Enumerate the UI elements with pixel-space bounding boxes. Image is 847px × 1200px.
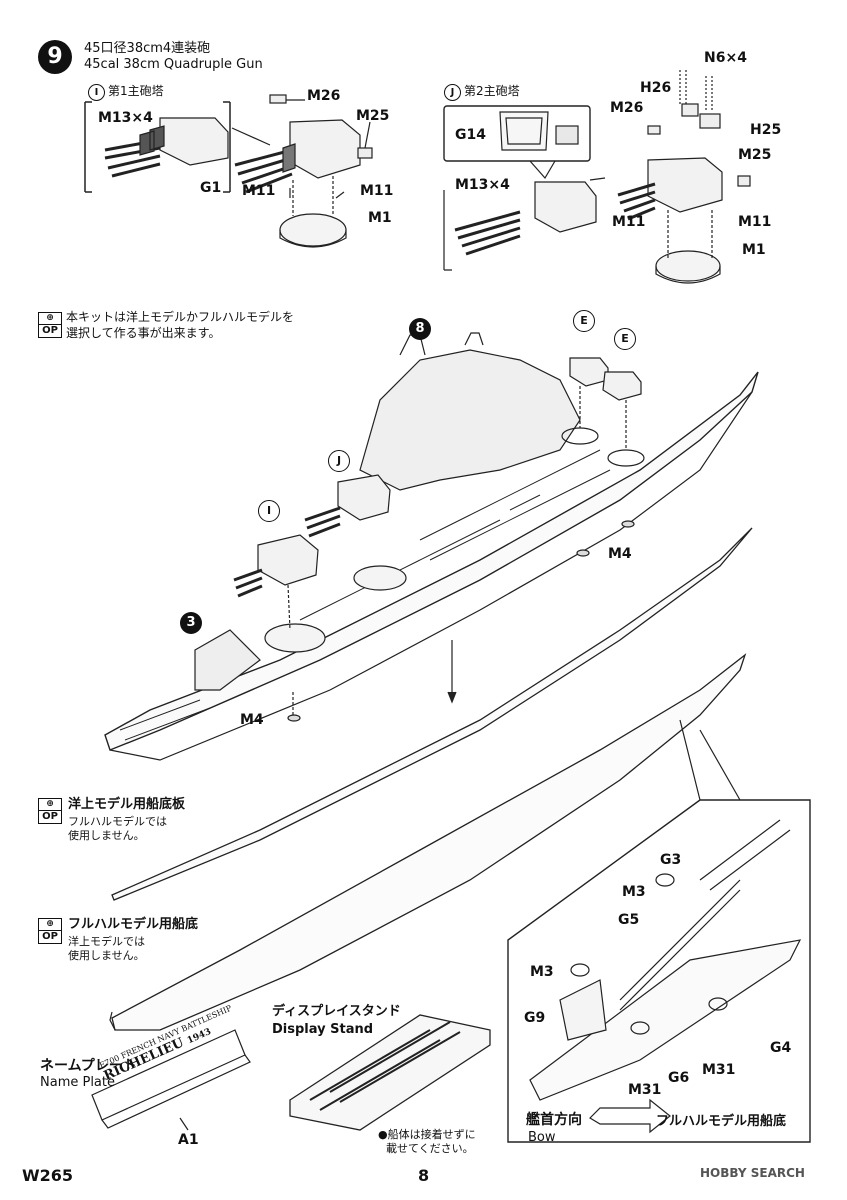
stand-note-line2: 載せてください。 (386, 1142, 474, 1155)
stand-note-line1: ●船体は接着せずに (378, 1128, 476, 1141)
part-g6: G6 (668, 1070, 690, 1086)
turret1-circle: I (88, 84, 105, 101)
option3-note-line1: 洋上モデルでは (68, 935, 145, 948)
part-g3: G3 (660, 852, 682, 868)
option2-note-line2: 使用しません。 (68, 829, 145, 842)
part-h26: H26 (640, 80, 672, 96)
part-a1: A1 (178, 1132, 199, 1148)
part-m1: M1 (368, 210, 392, 226)
callout-i: I (258, 500, 280, 522)
turret2-label: 第2主砲塔 (464, 84, 520, 98)
option-icon: ⊕OP (38, 312, 62, 338)
part-m1-t2: M1 (742, 242, 766, 258)
part-m11-t2-left: M11 (612, 214, 646, 230)
callout-e-2: E (614, 328, 636, 350)
option3-title: フルハルモデル用船底 (68, 917, 199, 932)
option3-note-line2: 使用しません。 (68, 949, 145, 962)
part-g14: G14 (455, 127, 486, 143)
callout-step-3: 3 (180, 612, 202, 634)
option2-title: 洋上モデル用船底板 (68, 797, 186, 812)
callout-j: J (328, 450, 350, 472)
turret2-circle: J (444, 84, 461, 101)
part-g1: G1 (200, 180, 222, 196)
part-g5: G5 (618, 912, 640, 928)
part-m3-upper: M3 (622, 884, 646, 900)
part-m25: M25 (356, 108, 390, 124)
stand-title-en: Display Stand (272, 1022, 374, 1037)
footer-watermark: HOBBY SEARCH (700, 1166, 805, 1180)
detail-caption: フルハルモデル用船底 (656, 1114, 787, 1129)
turret1-label: 第1主砲塔 (108, 84, 164, 98)
option-icon: ⊕OP (38, 918, 62, 944)
part-m26: M26 (307, 88, 341, 104)
callout-e-1: E (573, 310, 595, 332)
callout-step-8: 8 (409, 318, 431, 340)
part-m25-t2: M25 (738, 147, 772, 163)
option-icon: ⊕OP (38, 798, 62, 824)
nameplate-title-en: Name Plate (40, 1075, 115, 1090)
nameplate-title-jp: ネームプレート (40, 1058, 137, 1074)
part-m11-t2-right: M11 (738, 214, 772, 230)
part-m3-lower: M3 (530, 964, 554, 980)
step-title-jp: 45口径38cm4連装砲 (84, 41, 211, 56)
option1-text-line1: 本キットは洋上モデルかフルハルモデルを (66, 310, 295, 324)
step-title-en: 45cal 38cm Quadruple Gun (84, 57, 263, 72)
part-m13-t2: M13×4 (455, 177, 510, 193)
bow-direction-jp: 艦首方向 (526, 1112, 582, 1128)
part-m31-left: M31 (628, 1082, 662, 1098)
part-g9: G9 (524, 1010, 546, 1026)
option2-note-line1: フルハルモデルでは (68, 815, 167, 828)
part-m31-right: M31 (702, 1062, 736, 1078)
footer-page-number: 8 (418, 1166, 430, 1185)
part-n6: N6×4 (704, 50, 747, 66)
part-h25: H25 (750, 122, 782, 138)
part-g4: G4 (770, 1040, 792, 1056)
part-m13: M13×4 (98, 110, 153, 126)
option1-text-line2: 選択して作る事が出来ます。 (66, 326, 221, 340)
part-m11-left: M11 (242, 183, 276, 199)
part-m11-right: M11 (360, 183, 394, 199)
stand-title-jp: ディスプレイスタンド (272, 1004, 401, 1019)
part-m4-stern: M4 (608, 546, 632, 562)
part-m4-bow: M4 (240, 712, 264, 728)
part-m26-t2: M26 (610, 100, 644, 116)
bow-direction-en: Bow (528, 1130, 556, 1145)
step-number-badge: 9 (38, 40, 72, 74)
footer-code: W265 (22, 1166, 74, 1185)
